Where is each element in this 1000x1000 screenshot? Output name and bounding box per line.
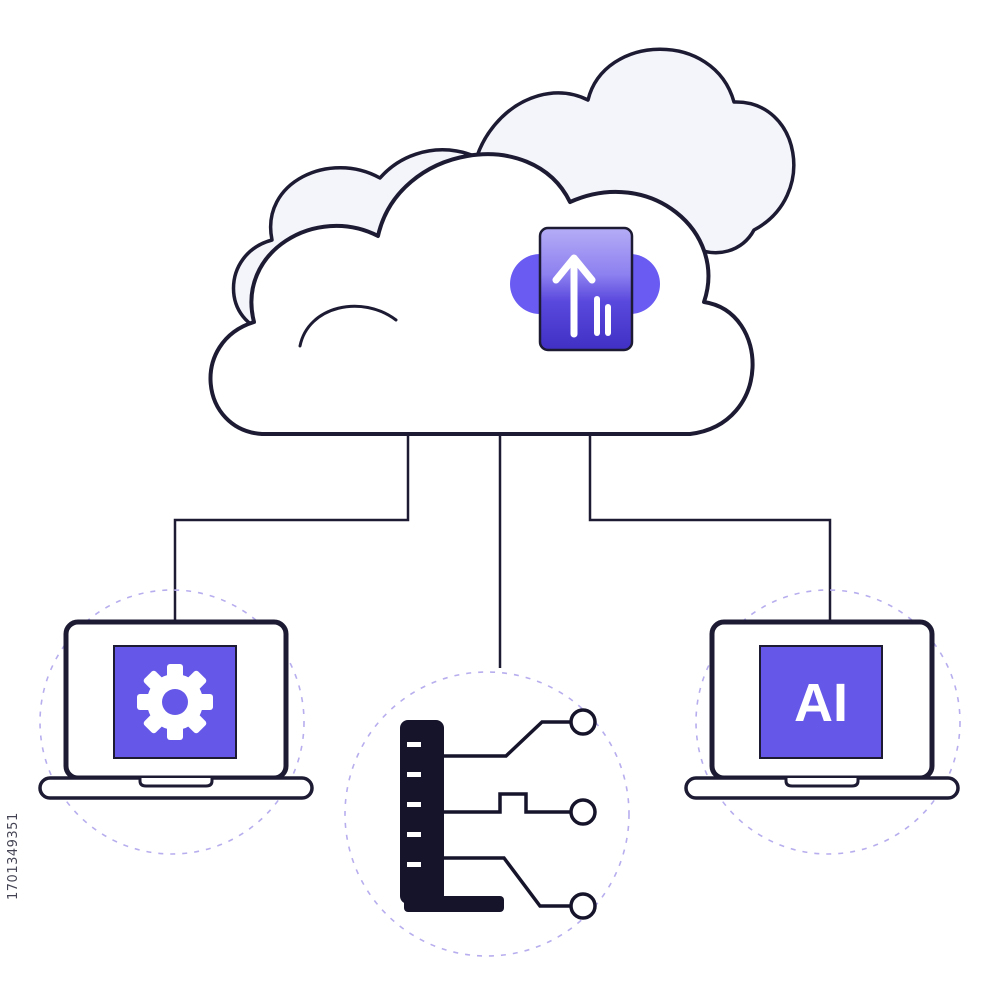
circuit-icon (400, 708, 597, 920)
circuit-node-top (569, 708, 597, 736)
upload-document (538, 226, 634, 352)
upload-arrow-head (552, 254, 596, 284)
dashed-ring-center (344, 671, 630, 957)
laptop-hinge-notch (784, 778, 860, 788)
stock-id-watermark: 1701349351 (6, 812, 21, 900)
gear-icon (137, 664, 213, 740)
circuit-node-middle (569, 798, 597, 826)
connector-left (173, 434, 410, 622)
dashed-ring-right (695, 589, 961, 855)
connector-right (588, 434, 832, 622)
upload-bar-2 (605, 304, 611, 336)
upload-bar-1 (594, 296, 600, 336)
laptop-hinge-notch (138, 778, 214, 788)
cloud-inner-arc (298, 304, 398, 348)
circuit-bar (400, 720, 444, 904)
laptop-gear-node (38, 619, 314, 800)
circuit-node-bottom (569, 892, 597, 920)
laptop-ai-node: AI (684, 619, 960, 800)
circuit-trace-bottom (444, 856, 570, 908)
circuit-trace-top (444, 720, 570, 758)
ai-label: AI (794, 673, 848, 733)
circuit-bar-dashes (407, 742, 421, 867)
dashed-ring-left (39, 589, 305, 855)
ai-screen (759, 645, 883, 759)
upload-arrow-icon (510, 226, 660, 352)
main-cloud (208, 152, 755, 436)
circuit-foot (404, 896, 504, 912)
circuit-trace-middle (444, 792, 570, 814)
